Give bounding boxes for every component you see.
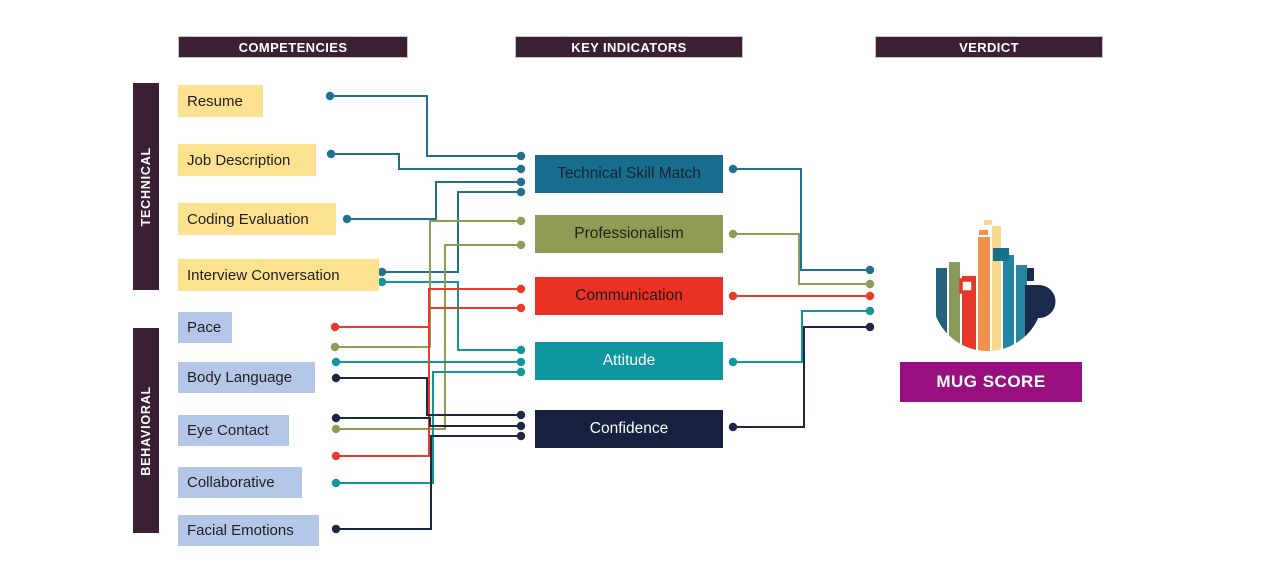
indicator-technical-skill-match-label: Technical Skill Match: [557, 165, 701, 182]
header-verdict-label: VERDICT: [959, 39, 1019, 55]
header-key-indicators: KEY INDICATORS: [515, 36, 743, 58]
competency-resume-label: Resume: [187, 92, 243, 110]
competency-facial-emotions: Facial Emotions: [178, 515, 319, 546]
competency-interview-conversation: Interview Conversation: [178, 259, 379, 291]
category-bar-technical: TECHNICAL: [133, 83, 159, 290]
header-key-indicators-label: KEY INDICATORS: [571, 39, 687, 55]
competency-collaborative: Collaborative: [178, 467, 302, 498]
competency-body-language-label: Body Language: [187, 369, 293, 386]
competency-coding-evaluation-label: Coding Evaluation: [187, 210, 309, 228]
indicator-communication: Communication: [535, 277, 723, 315]
header-competencies: COMPETENCIES: [178, 36, 408, 58]
competency-coding-evaluation: Coding Evaluation: [178, 203, 336, 235]
indicator-confidence-label: Confidence: [589, 420, 669, 437]
competency-facial-emotions-label: Facial Emotions: [187, 522, 294, 539]
competency-body-language: Body Language: [178, 362, 315, 393]
competency-job-description: Job Description: [178, 144, 316, 176]
indicator-professionalism: Professionalism: [535, 215, 723, 253]
indicator-confidence: Confidence: [535, 410, 723, 448]
mug-score-label: MUG SCORE: [936, 372, 1046, 391]
competency-eye-contact-label: Eye Contact: [187, 422, 269, 439]
indicator-technical-skill-match: Technical Skill Match: [535, 155, 723, 193]
competency-interview-conversation-label: Interview Conversation: [187, 266, 340, 284]
competency-pace-label: Pace: [187, 319, 222, 336]
competency-pace: Pace: [178, 312, 232, 343]
header-competencies-label: COMPETENCIES: [238, 39, 348, 55]
indicator-attitude: Attitude: [535, 342, 723, 380]
competency-resume: Resume: [178, 85, 263, 117]
competency-job-description-label: Job Description: [187, 151, 291, 169]
mug-score-box: MUG SCORE: [900, 362, 1082, 402]
indicator-professionalism-label: Professionalism: [574, 225, 684, 242]
competency-eye-contact: Eye Contact: [178, 415, 289, 446]
indicator-communication-label: Communication: [575, 287, 683, 304]
header-verdict: VERDICT: [875, 36, 1103, 58]
mug-logo-icon: [936, 220, 1056, 351]
indicator-attitude-label: Attitude: [602, 352, 656, 369]
competency-collaborative-label: Collaborative: [187, 474, 275, 491]
category-bar-behavioral: BEHAVIORAL: [133, 328, 159, 533]
